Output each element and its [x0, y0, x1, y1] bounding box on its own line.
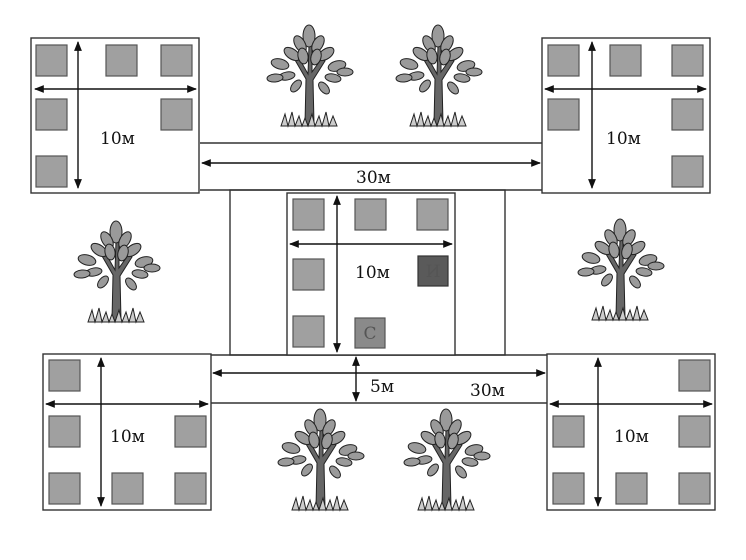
block-center: 10м И С	[286, 192, 456, 356]
bottom-gap-label: 30м	[470, 381, 505, 401]
block-dimension-label: 10м	[614, 427, 649, 447]
tree-icon	[577, 218, 665, 321]
marker-lower: С	[354, 317, 386, 349]
top-gap-label: 30м	[356, 168, 391, 188]
block-bottom-right: 10м	[546, 353, 716, 511]
tree-icon	[73, 220, 161, 323]
yard-gap-label: 5м	[370, 377, 394, 397]
block-dimension-label: 10м	[606, 129, 641, 149]
tree-icon	[395, 24, 483, 127]
block-top-left: 10м	[30, 37, 200, 194]
tree-icon	[277, 408, 365, 511]
block-bottom-left: 10м	[42, 353, 212, 511]
block-dimension-label: 10м	[100, 129, 135, 149]
marker-lower-letter: С	[363, 324, 376, 344]
tree-icon	[266, 24, 354, 127]
block-dimension-label: 10м	[355, 263, 390, 283]
tree-icon	[403, 408, 491, 511]
block-dimension-label: 10м	[110, 427, 145, 447]
block-top-right: 10м	[541, 37, 711, 194]
marker-upper-letter: И	[426, 262, 441, 282]
marker-upper: И	[417, 255, 449, 287]
